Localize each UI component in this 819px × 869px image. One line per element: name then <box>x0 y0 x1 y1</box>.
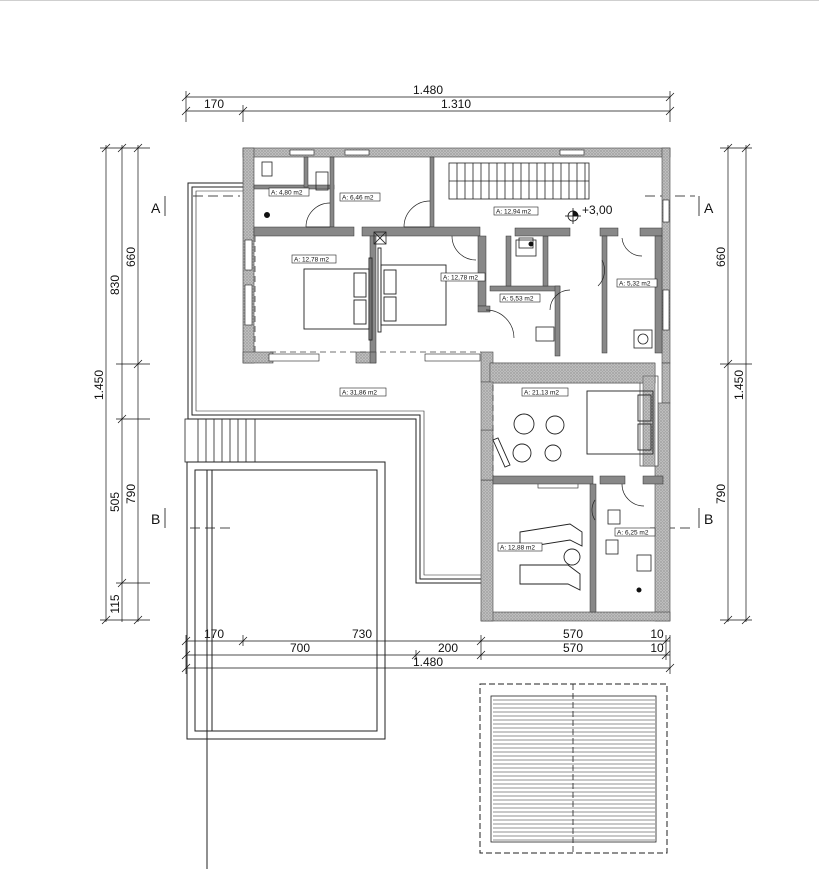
dim-bottom-b3: 570 <box>563 641 583 655</box>
room-area-terrace: A: 31,86 m2 <box>342 390 377 397</box>
dim-bottom-total: 1.480 <box>413 655 443 669</box>
bed-master <box>586 390 654 455</box>
dim-bottom-a3: 570 <box>563 627 583 641</box>
floor-drains <box>264 212 642 593</box>
right-dimension-lines <box>720 143 752 625</box>
dim-left-upper-inner: 660 <box>124 247 138 267</box>
sun-loungers <box>519 523 583 591</box>
dim-left-outer: 1.450 <box>92 370 106 400</box>
room-area-bath-1: A: 5,53 m2 <box>502 296 534 303</box>
doors <box>305 200 645 521</box>
room-area-lounge: A: 12,88 m2 <box>500 545 535 552</box>
terrace-outline <box>187 182 481 584</box>
pergola-slats <box>493 699 655 841</box>
level-mark: +3,00 <box>582 203 613 217</box>
bed-2 <box>377 247 447 333</box>
pergola <box>479 683 668 854</box>
dim-top-left: 170 <box>204 97 224 111</box>
section-marker-b-right: B <box>704 511 713 527</box>
terrace-dashed-edges <box>254 236 494 476</box>
dim-left-lower-mid: 505 <box>108 492 122 512</box>
room-area-wc-small: A: 4,80 m2 <box>271 190 303 197</box>
room-area-labels: A: 4,80 m2 A: 6,46 m2 A: 12,94 m2 A: 12,… <box>268 187 658 552</box>
dim-bottom-b1: 700 <box>290 641 310 655</box>
room-area-bedroom-2: A: 12,78 m2 <box>443 275 478 282</box>
section-marker-b-left: B <box>151 511 160 527</box>
wall-hatch-accents <box>480 362 656 467</box>
lounge-table-set <box>492 413 565 468</box>
dim-bottom-a1: 170 <box>204 627 224 641</box>
room-area-master: A: 21,13 m2 <box>524 390 559 397</box>
room-area-bedroom-1: A: 12,78 m2 <box>294 257 329 264</box>
room-area-hall-stair: A: 12,94 m2 <box>496 209 531 216</box>
room-area-hall-west: A: 6,46 m2 <box>342 195 374 202</box>
dim-left-lower-small: 115 <box>108 594 122 613</box>
dim-left-upper: 830 <box>108 275 122 295</box>
left-dimension-lines <box>100 143 150 625</box>
dim-bottom-a2: 730 <box>352 627 372 641</box>
section-marker-a-left: A <box>151 200 161 216</box>
dim-top-total: 1.480 <box>413 83 443 97</box>
staircase <box>448 162 590 200</box>
sanitary-fixtures <box>261 161 653 572</box>
dim-bottom-b4: 10 <box>650 641 664 655</box>
dim-bottom-b2: 200 <box>438 641 458 655</box>
dim-top-right: 1.310 <box>441 97 471 111</box>
interior-walls <box>253 156 664 613</box>
bed-1 <box>303 257 373 341</box>
level-marker-symbol <box>565 208 581 224</box>
dim-bottom-a4: 10 <box>650 627 664 641</box>
pool-steps <box>184 418 256 463</box>
top-dimension-lines <box>181 91 675 122</box>
dim-right-upper: 660 <box>714 247 728 267</box>
section-marker-a-right: A <box>704 200 714 216</box>
room-area-bath-2: A: 5,32 m2 <box>619 281 651 288</box>
room-area-bath-3: A: 6,25 m2 <box>617 530 649 537</box>
pool <box>186 461 386 869</box>
dim-right-total: 1.450 <box>732 370 746 400</box>
bottom-dimension-lines <box>181 635 675 674</box>
dim-right-lower: 790 <box>714 484 728 504</box>
dim-left-lower-inner: 790 <box>124 484 138 504</box>
